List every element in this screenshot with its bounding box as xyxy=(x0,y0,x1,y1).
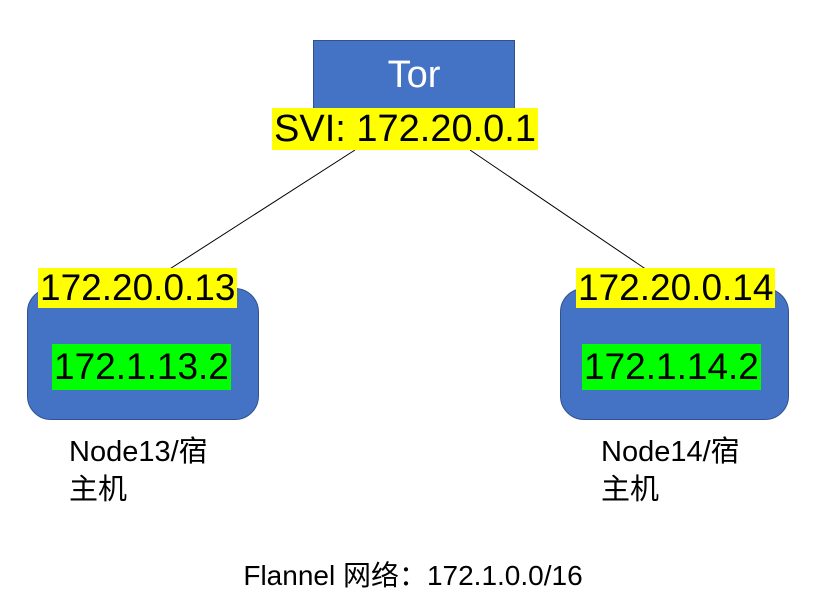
tor-switch-box xyxy=(313,40,515,116)
node13-underlay-ip: 172.20.0.13 xyxy=(38,267,238,308)
flannel-network-label: Flannel 网络：172.1.0.0/16 xyxy=(243,560,583,591)
node13-overlay-ip: 172.1.13.2 xyxy=(52,344,231,390)
link-tor-node14 xyxy=(469,149,651,273)
link-tor-node13 xyxy=(164,149,356,273)
node14-caption: Node14/宿主机 xyxy=(601,436,740,506)
tor-svi-address: SVI: 172.20.0.1 xyxy=(272,108,538,150)
node14-overlay-ip: 172.1.14.2 xyxy=(582,344,761,390)
node14-underlay-ip: 172.20.0.14 xyxy=(576,267,776,308)
tor-switch-label: Tor xyxy=(387,54,441,96)
node13-caption: Node13/宿主机 xyxy=(69,436,208,506)
